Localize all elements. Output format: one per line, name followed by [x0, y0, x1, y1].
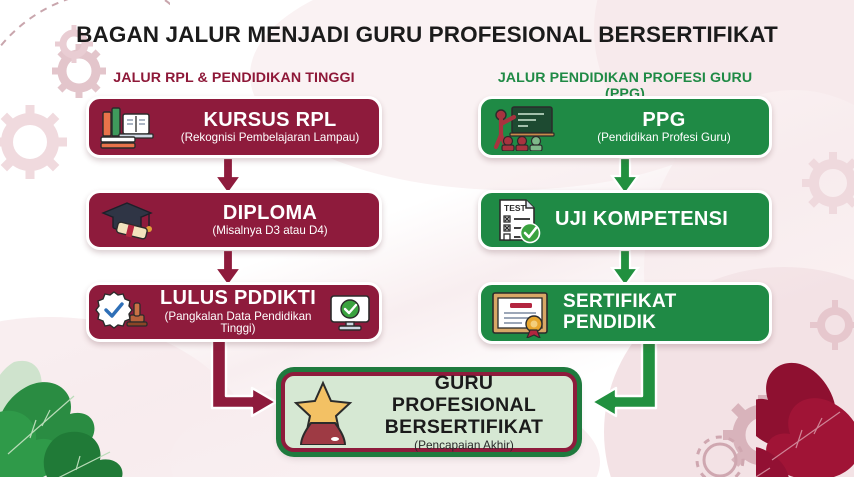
books-laptop-icon	[89, 104, 167, 150]
monitor-check-icon	[321, 290, 379, 334]
oak-leaf-red	[756, 362, 854, 477]
teacher-blackboard-icon	[481, 103, 565, 151]
card-diploma[interactable]: DIPLOMA (Misalnya D3 atau D4)	[86, 190, 382, 250]
star-badge-icon	[285, 379, 361, 445]
arrow-down-red	[212, 250, 244, 288]
card-text-block: PPG (Pendidikan Profesi Guru)	[565, 108, 769, 145]
arrow-down-red	[212, 158, 244, 196]
final-title-line1: GURU PROFESIONAL	[391, 372, 537, 417]
card-text-block: KURSUS RPL (Rekognisi Pembelajaran Lampa…	[167, 108, 379, 145]
svg-text:TEST: TEST	[504, 203, 527, 213]
card-title: KURSUS RPL	[203, 108, 337, 131]
card-title-line2: PENDIDIK	[563, 312, 657, 333]
card-subtitle: (Pangkalan Data Pendidikan Tinggi)	[164, 309, 312, 336]
final-title-line2: BERSERTIFIKAT	[384, 416, 544, 439]
column-heading-rpl: JALUR RPL & PENDIDIKAN TINGGI	[113, 70, 355, 86]
card-title: DIPLOMA	[222, 201, 318, 224]
certificate-icon	[481, 288, 563, 338]
card-text-block: UJI KOMPETENSI	[555, 208, 769, 231]
test-checklist-icon: TEST	[481, 196, 555, 244]
card-ppg[interactable]: PPG (Pendidikan Profesi Guru)	[478, 96, 772, 158]
card-guru-profesional-bersertifikat[interactable]: GURU PROFESIONAL BERSERTIFIKAT (Pencapai…	[281, 372, 577, 452]
gear-icon	[0, 105, 67, 179]
card-subtitle: (Rekognisi Pembelajaran Lampau)	[180, 131, 360, 144]
card-text-block: LULUS PDDIKTI (Pangkalan Data Pendidikan…	[155, 288, 321, 335]
card-text-block: GURU PROFESIONAL BERSERTIFIKAT (Pencapai…	[361, 372, 573, 452]
gear-icon	[695, 435, 745, 477]
arrow-down-green	[609, 250, 641, 288]
oak-leaf-green	[0, 360, 123, 477]
arrow-down-green	[609, 158, 641, 196]
card-sertifikat-pendidik[interactable]: SERTIFIKAT PENDIDIK	[478, 282, 772, 344]
card-text-block: SERTIFIKAT PENDIDIK	[563, 291, 769, 334]
card-title-line1: SERTIFIKAT	[563, 291, 677, 313]
card-title: PPG	[642, 108, 686, 131]
arrow-elbow-right-red	[210, 340, 278, 418]
page-title: BAGAN JALUR MENJADI GURU PROFESIONAL BER…	[76, 22, 778, 47]
gear-icon	[810, 300, 854, 350]
card-subtitle: (Pendidikan Profesi Guru)	[597, 131, 731, 144]
verified-stamp-icon	[89, 289, 155, 335]
gear-icon	[802, 152, 854, 214]
graduation-cap-diploma-icon	[89, 197, 167, 243]
card-kursus-rpl[interactable]: KURSUS RPL (Rekognisi Pembelajaran Lampa…	[86, 96, 382, 158]
card-subtitle: (Misalnya D3 atau D4)	[212, 224, 328, 237]
card-title: LULUS PDDIKTI	[159, 287, 317, 310]
card-title: UJI KOMPETENSI	[555, 208, 729, 231]
card-uji-kompetensi[interactable]: TEST UJI KOMPETENSI	[478, 190, 772, 250]
card-lulus-pddikti[interactable]: LULUS PDDIKTI (Pangkalan Data Pendidikan…	[86, 282, 382, 342]
arrow-elbow-left-green	[590, 340, 658, 418]
gear-icon	[723, 395, 803, 475]
card-text-block: DIPLOMA (Misalnya D3 atau D4)	[167, 201, 379, 238]
final-subtitle: (Pencapaian Akhir)	[414, 438, 514, 453]
